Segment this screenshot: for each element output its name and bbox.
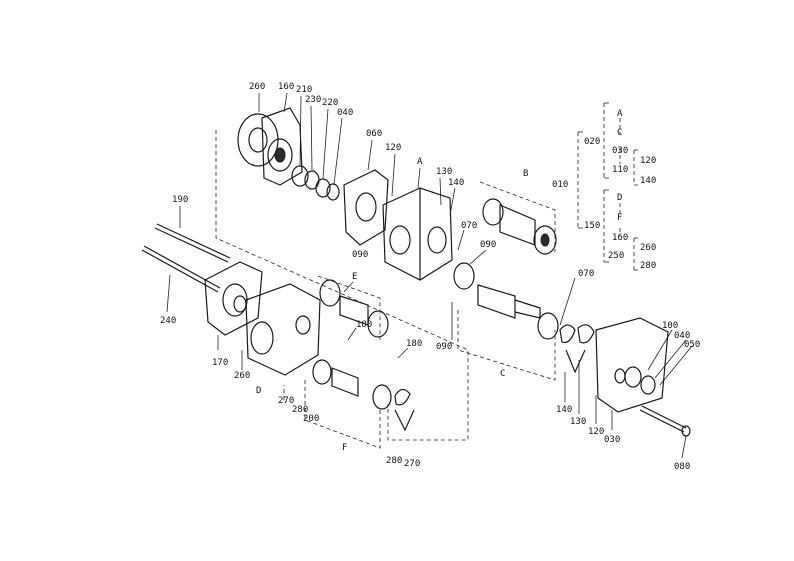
- label-100: 100: [662, 321, 678, 331]
- label-170: 170: [212, 358, 228, 368]
- label-C: C: [500, 369, 505, 379]
- label-180-a: 180: [356, 320, 372, 330]
- label-260-low: 260: [234, 371, 250, 381]
- label-270-a: 270: [278, 396, 294, 406]
- label-270-b: 270: [404, 459, 420, 469]
- label-210: 210: [296, 85, 312, 95]
- tree-020: 020: [584, 137, 600, 147]
- label-280-a: 280: [292, 405, 308, 415]
- tree-F: F: [617, 213, 622, 223]
- front-cover-030: [595, 317, 669, 413]
- label-120-low: 120: [588, 427, 604, 437]
- assembly-tree: [577, 102, 638, 271]
- tree-C: C: [617, 128, 622, 138]
- seal-260-low: [233, 295, 247, 313]
- label-B: B: [523, 169, 528, 179]
- gear-set-B: [482, 198, 557, 255]
- label-160-top: 160: [278, 82, 294, 92]
- label-240: 240: [160, 316, 176, 326]
- label-130-low: 130: [570, 417, 586, 427]
- gear-set-F: [312, 359, 392, 410]
- end-plate-060: [343, 169, 389, 246]
- ring-220: [315, 178, 331, 198]
- gear-set-C: [453, 262, 559, 340]
- label-050: 050: [684, 340, 700, 350]
- tree-120: 120: [640, 156, 656, 166]
- label-190: 190: [172, 195, 188, 205]
- label-260-top: 260: [249, 82, 265, 92]
- label-180-b: 180: [406, 339, 422, 349]
- label-140-low: 140: [556, 405, 572, 415]
- label-080: 080: [674, 462, 690, 472]
- tree-140: 140: [640, 176, 656, 186]
- tree-110: 110: [612, 165, 628, 175]
- clips-270-280: [394, 388, 415, 432]
- label-A: A: [417, 157, 423, 167]
- label-070-right: 070: [578, 269, 594, 279]
- clips-120-130-140: [559, 324, 595, 374]
- label-200: 200: [303, 414, 319, 424]
- tree-010: 010: [552, 180, 568, 190]
- tree-280: 280: [640, 261, 656, 271]
- label-060: 060: [366, 129, 382, 139]
- label-070-top: 070: [461, 221, 477, 231]
- tree-030: 030: [612, 146, 628, 156]
- tree-150: 150: [584, 221, 600, 231]
- tree-A: A: [617, 109, 623, 119]
- label-040-top: 040: [337, 108, 353, 118]
- bolt-080: [639, 405, 691, 437]
- cover-plate-160: [261, 107, 303, 186]
- pump-body-A: [382, 187, 453, 281]
- rear-cover-260: [237, 113, 279, 167]
- label-090-c: 090: [436, 342, 452, 352]
- tree-D: D: [617, 193, 622, 203]
- body-D: [245, 283, 321, 376]
- snap-ring-040-top: [326, 183, 340, 201]
- leader-lines: [166, 92, 693, 459]
- tree-160: 160: [612, 233, 628, 243]
- label-220: 220: [322, 98, 338, 108]
- tree-260: 260: [640, 243, 656, 253]
- label-F: F: [342, 443, 347, 453]
- label-040-low: 040: [674, 331, 690, 341]
- reference-frames: [215, 130, 556, 449]
- gasket-170: [204, 261, 263, 336]
- tree-250: 250: [608, 251, 624, 261]
- label-280-b: 280: [386, 456, 402, 466]
- label-130-top: 130: [436, 167, 452, 177]
- label-120-top: 120: [385, 143, 401, 153]
- label-230: 230: [305, 95, 321, 105]
- gear-set-E: [319, 279, 389, 338]
- label-090-a: 090: [352, 250, 368, 260]
- tie-bolts-190-240: [141, 223, 231, 293]
- label-090-b: 090: [480, 240, 496, 250]
- label-140-top: 140: [448, 178, 464, 188]
- label-E: E: [352, 272, 357, 282]
- label-D: D: [256, 386, 261, 396]
- seal-210-230: [291, 165, 320, 190]
- label-030-low: 030: [604, 435, 620, 445]
